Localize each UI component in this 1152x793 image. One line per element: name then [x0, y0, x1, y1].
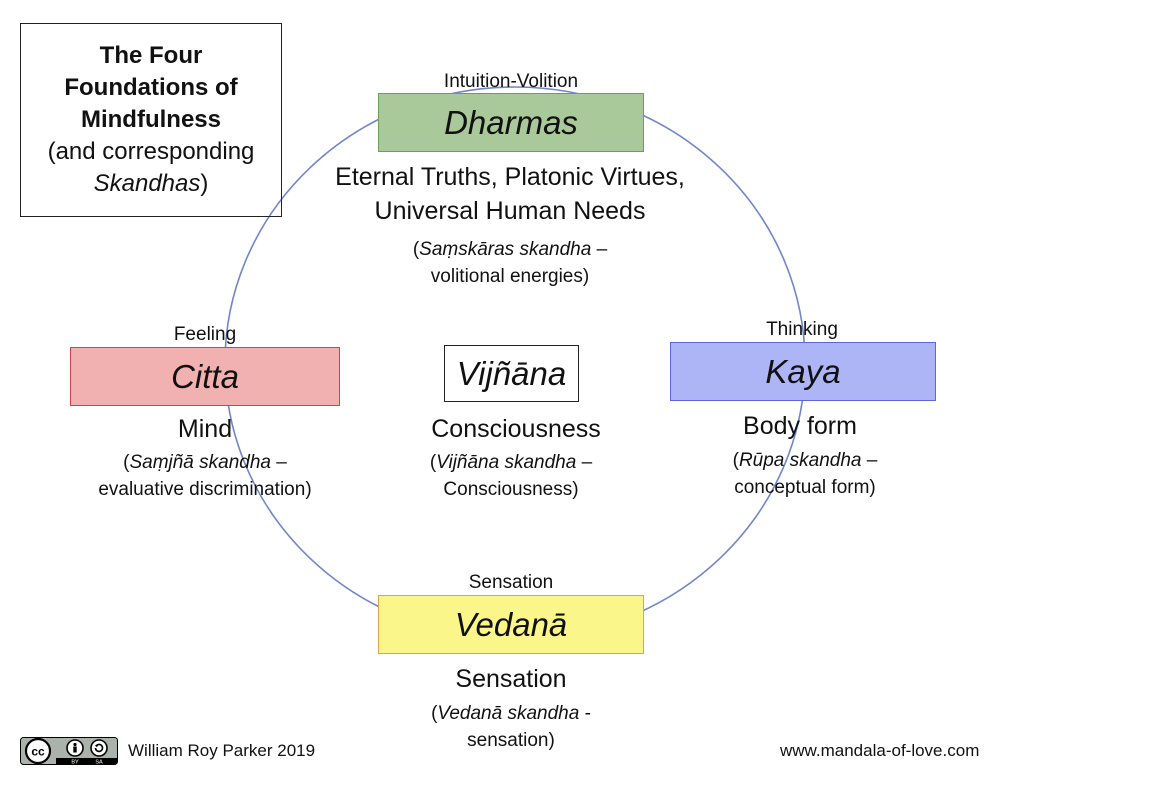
vijnana-box: Vijñāna: [444, 345, 579, 402]
dharmas-sub-open: (: [412, 239, 420, 260]
title-line-2: Foundations of: [64, 74, 238, 101]
cc-mark: cc: [31, 745, 45, 759]
dharmas-desc-line-2: Universal Human Needs: [374, 197, 646, 225]
website-url: www.mandala-of-love.com: [780, 741, 980, 760]
dharmas-name: Dharmas: [444, 103, 578, 141]
vedana-sub-dash: -: [579, 703, 591, 724]
title-line-1: The Four: [99, 42, 203, 69]
kaya-description: Body form: [743, 412, 857, 440]
title-line-3: Mindfulness: [80, 106, 221, 133]
kaya-sub-line-2: conceptual form): [734, 477, 876, 498]
title-close-paren: ): [200, 170, 209, 197]
citta-description: Mind: [177, 415, 233, 443]
vedana-label: Sensation: [468, 572, 554, 593]
kaya-box: Kaya: [670, 342, 936, 401]
kaya-skandha-name: Rūpa skandha: [738, 450, 862, 471]
dharmas-sub-line-2: volitional energies): [430, 266, 590, 287]
dharmas-description: Eternal Truths, Platonic Virtues, Univer…: [290, 160, 730, 228]
citta-sub-dash: –: [271, 452, 287, 473]
dharmas-label: Intuition-Volition: [443, 71, 579, 92]
citta-box: Citta: [70, 347, 340, 406]
vijnana-skandha: (Vijñāna skandha – Consciousness): [376, 449, 646, 503]
vedana-sub-open: (: [431, 703, 438, 724]
citta-skandha-name: Saṃjñā skandha: [129, 452, 271, 473]
dharmas-box: Dharmas: [378, 93, 644, 152]
cc-by-sa-license-icon: cc BY SA: [20, 737, 118, 765]
dharmas-sub-dash: –: [591, 239, 608, 260]
dharmas-desc-line-1: Eternal Truths, Platonic Virtues,: [335, 163, 685, 191]
dharmas-skandha-name: Saṃskāras skandha: [419, 239, 592, 260]
author-credit: William Roy Parker 2019: [128, 741, 316, 760]
vedana-name: Vedanā: [454, 605, 568, 643]
citta-sub-open: (: [123, 452, 130, 473]
kaya-name: Kaya: [765, 352, 841, 390]
citta-skandha: (Saṃjñā skandha – evaluative discriminat…: [50, 449, 360, 503]
sa-mark: SA: [95, 759, 103, 765]
vijnana-description: Consciousness: [431, 415, 601, 443]
kaya-sub-dash: –: [861, 450, 878, 471]
citta-sub-line-2: evaluative discrimination): [98, 479, 312, 500]
dharmas-skandha: (Saṃskāras skandha – volitional energies…: [330, 236, 690, 290]
title-skandhas: Skandhas: [93, 170, 201, 197]
vijnana-sub-dash: –: [576, 452, 593, 473]
vedana-box: Vedanā: [378, 595, 644, 654]
by-mark: BY: [71, 759, 79, 765]
title-line-5: Skandhas): [94, 168, 209, 200]
kaya-skandha: (Rūpa skandha – conceptual form): [670, 447, 940, 501]
kaya-label: Thinking: [766, 319, 838, 340]
vedana-description: Sensation: [455, 665, 567, 693]
citta-name: Citta: [171, 357, 239, 395]
kaya-sub-open: (: [732, 450, 739, 471]
vijnana-sub-open: (: [429, 452, 437, 473]
title-box: The Four Foundations of Mindfulness (and…: [20, 23, 282, 217]
citta-label: Feeling: [173, 324, 237, 345]
vijnana-skandha-name: Vijñāna skandha: [436, 452, 577, 473]
title-line-4: (and corresponding: [47, 138, 255, 165]
vedana-sub-line-2: sensation): [467, 730, 555, 751]
vedana-skandha-name: Vedanā skandha: [437, 703, 580, 724]
vijnana-sub-line-2: Consciousness): [443, 479, 579, 500]
vedana-skandha: (Vedanā skandha - sensation): [381, 700, 641, 754]
vijnana-name: Vijñāna: [456, 354, 567, 392]
